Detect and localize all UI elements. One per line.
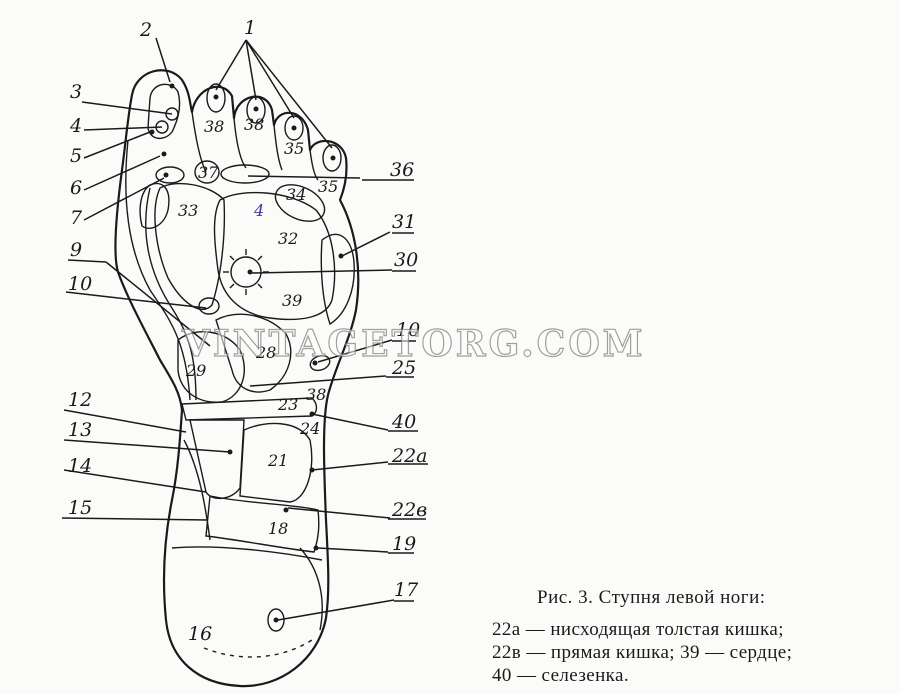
label-31: 31: [392, 211, 416, 233]
toe-4-outline: [273, 124, 283, 171]
label-3: 3: [70, 81, 82, 103]
zone-28: 28: [255, 343, 276, 362]
label-6: 6: [70, 177, 82, 199]
zone-13-band: [189, 419, 245, 499]
figure-caption: Рис. 3. Ступня левой ноги: 22а — нисходя…: [492, 586, 892, 687]
toe-5-outline: [309, 149, 319, 181]
zone-29: 29: [185, 361, 206, 380]
zone-37-oval: [194, 160, 220, 184]
zone-21-region: [239, 422, 313, 503]
toe-oval-a: [206, 83, 226, 113]
toe-oval-c: [284, 115, 304, 141]
label-22a: 22а: [391, 445, 428, 467]
zone-36-oval: [220, 164, 270, 184]
watermark: VINTAGETORG.COM: [181, 322, 646, 365]
zone-7-oval: [155, 166, 185, 184]
zone-31-region: [320, 233, 355, 326]
label-13: 13: [68, 419, 92, 441]
label-10-left: 10: [68, 273, 92, 295]
label-30: 30: [394, 249, 418, 271]
leader-lines: [61, 37, 395, 621]
caption-line-2: 22в — прямая кишка; 39 — сердце;: [492, 642, 793, 663]
zone-24: 24: [299, 419, 320, 438]
zone-18-band: [205, 495, 320, 553]
zone-38-b: 38: [244, 115, 264, 134]
zone-37: 37: [198, 163, 219, 182]
zone-10b-oval: [309, 354, 331, 372]
zone-32: 32: [278, 229, 298, 248]
zone-7-region: [139, 183, 170, 229]
label-22v: 22в: [391, 499, 427, 521]
zone-32-region: [213, 191, 336, 321]
zone-4: 4: [253, 201, 264, 220]
zone-39: 39: [282, 291, 302, 310]
spine-line-inner: [145, 187, 197, 401]
zone-18: 18: [268, 519, 288, 538]
label-16: 16: [188, 623, 212, 645]
zone-33: 33: [178, 201, 198, 220]
label-12: 12: [68, 389, 92, 411]
label-4: 4: [69, 115, 82, 137]
zone-21: 21: [267, 451, 288, 470]
label-19: 19: [392, 533, 416, 555]
zone-23: 23: [277, 395, 298, 414]
label-17: 17: [394, 579, 419, 601]
toe-2-outline: [191, 111, 207, 173]
zone-34-oval: [274, 184, 326, 222]
zone-38-c: 38: [306, 385, 326, 404]
zone-heart-circle: [230, 256, 262, 288]
zone-28-region: [215, 313, 292, 393]
big-toe-circle-1: [165, 107, 179, 121]
zone-dots: [149, 83, 344, 623]
label-14: 14: [68, 455, 92, 477]
zone-34: 34: [286, 185, 306, 204]
label-7: 7: [70, 207, 83, 229]
heel-oval: [299, 547, 323, 631]
foot-outline: [114, 69, 360, 688]
zone-10-oval: [198, 297, 220, 315]
label-9: 9: [70, 239, 82, 261]
spine-line-outer: [125, 139, 191, 401]
label-2: 2: [139, 19, 152, 41]
zone-35-b: 35: [318, 177, 338, 196]
zone-heart-rays: [223, 249, 269, 295]
zone-33-region: [154, 182, 226, 311]
toe-oval-d: [322, 144, 342, 172]
heel-band: [171, 546, 323, 561]
caption-title: Рис. 3. Ступня левой ноги:: [537, 587, 766, 608]
zone-17-oval: [267, 608, 285, 632]
caption-line-1: 22а — нисходящая толстая кишка;: [492, 619, 784, 640]
label-underlines: [362, 179, 428, 602]
zone-35-a: 35: [284, 139, 304, 158]
label-25: 25: [391, 357, 416, 379]
label-5: 5: [70, 145, 82, 167]
zone-16-dotted: [203, 639, 313, 658]
label-1: 1: [244, 17, 256, 39]
label-40: 40: [391, 411, 416, 433]
label-15: 15: [68, 497, 92, 519]
label-10-right: 10: [396, 319, 420, 341]
label-36: 36: [390, 159, 414, 181]
zone-14-band: [183, 439, 211, 541]
caption-line-3: 40 — селезенка.: [492, 665, 629, 686]
zone-38-a: 38: [204, 117, 224, 136]
